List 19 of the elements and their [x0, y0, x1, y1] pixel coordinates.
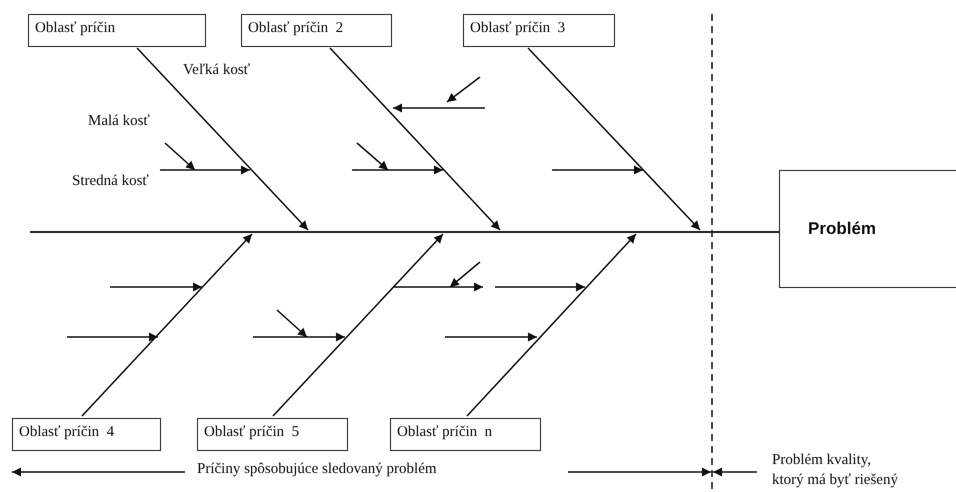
bone-arrow: [466, 233, 637, 417]
bone-arrow: [329, 47, 501, 231]
span-label: Príčiny spôsobujúce sledovaný problém: [197, 461, 437, 478]
bone-label: Stredná kosť: [72, 173, 149, 190]
bone-arrow: [527, 47, 701, 231]
bone-label: Veľká kosť: [183, 62, 250, 79]
span-label: Problém kvality, ktorý má byť riešený: [772, 451, 899, 490]
bone-arrow: [136, 47, 309, 231]
bone-label: Malá kosť: [88, 113, 150, 130]
cause-category-box: Oblasť príčin 3: [463, 14, 615, 47]
cause-category-box: Oblasť príčin: [28, 14, 206, 47]
cause-category-box: Oblasť príčin 5: [197, 418, 348, 451]
spine-line: [30, 231, 780, 233]
bone-arrow: [81, 233, 253, 417]
bone-arrow: [272, 233, 444, 417]
problem-box: Problém: [779, 170, 956, 288]
cause-category-box: Oblasť príčin 2: [241, 14, 392, 47]
cause-category-box: Oblasť príčin n: [390, 418, 541, 451]
cause-category-box: Oblasť príčin 4: [12, 418, 161, 451]
